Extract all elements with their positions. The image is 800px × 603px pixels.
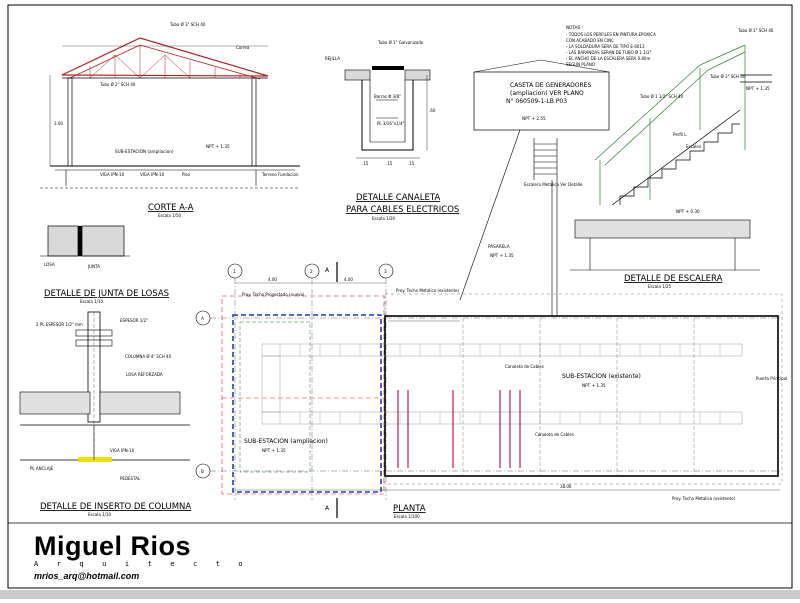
planta-scale: Escala 1/100 [394,514,420,519]
author-profession: Arquitecto [34,560,262,568]
planta-note: Proy. Techo Metalico (existente) [672,496,736,501]
escalera-note: - EL ANCHO DE LA ESCALERA SERA 0.80m [566,56,650,61]
escalera-note: - LA SOLDADURA SERA DE TIPO E-6013 [566,44,645,49]
sheet-border [7,4,793,589]
svg-text:4.00: 4.00 [344,277,353,282]
escalera-label: Tubo Ø 3" SCH 40 [709,74,746,79]
inserto-scale: Escala 1/10 [88,512,112,517]
planta-note: Canaleta de Cables [535,432,574,437]
corte-level: NPT + 1.35 [206,144,230,149]
corte-label: Tubo Ø 2" SCH 40 [99,82,136,87]
planta-note: Canaleta de Cables [505,364,544,369]
junta-scale: Escala 1/10 [80,299,104,304]
corte-label: VIGA IPN-10 [140,172,165,177]
escalera-note: - TODOS LOS PERFILES EN PINTURA EPOXICA [566,32,656,37]
corte-inner-label: SUB-ESTACION (ampliacion) [115,149,174,154]
caseta-block: CASETA DE GENERADORES (ampliacion) VER P… [459,59,610,315]
inserto-label: ESPESOR 1/2" [120,318,148,323]
junta-detail: LOSA JUNTA DETALLE DE JUNTA DE LOSAS Esc… [40,225,169,304]
caseta-line: N° 060509-1-LB P03 [506,98,567,105]
pasarela-level: NPT + 1.35 [490,253,514,258]
corte-scale: Escala 1/50 [158,213,182,218]
escalera-label: Tubo Ø 1 1/2" SCH 40 [639,94,684,99]
canaleta-scale: Escala 1/20 [372,216,396,221]
canaleta-dim: .15 [362,161,369,166]
row-label: A [201,316,204,321]
inserto-label: VIGA IPN-10 [110,448,135,453]
corte-label: Terreno Fundacion [261,172,299,177]
section-mark: A [325,505,330,512]
canaleta-label: PL 3/16"x1/4" [377,121,405,126]
escalera-note: SEGUN PLANO [566,62,595,67]
left-substation-label: SUB-ESTACION (ampliacion) [244,438,328,445]
escalera-note: - LAS BARANDAS SERAN DE TUBO Ø 1 1/2" [566,50,652,55]
inserto-label: PEDESTAL [120,476,141,481]
canaleta-label: Barras Φ 3/8" [374,94,401,99]
corte-label: Piso [182,172,191,177]
canaleta-label: Tubo Ø 1" Galvanizado [377,40,424,45]
canaleta-title-line1: DETALLE CANALETA [356,193,440,203]
planta-note: Proy. Techo Metalico (existente) [396,288,460,293]
right-substation-label: SUB-ESTACION (existente) [562,373,641,380]
svg-text:18.00: 18.00 [560,484,572,489]
escalera-label: Perfil L [673,132,687,137]
caseta-line: (ampliacion) VER PLANO [510,90,584,97]
junta-label: JUNTA [87,264,100,269]
escalera-title: DETALLE DE ESCALERA [624,274,723,284]
canaleta-detail: .15 .15 .15 .60 REJILLA Tubo Ø 1" Galvan… [325,40,459,221]
footer-bar [0,590,800,599]
canaleta-dim: .60 [429,108,436,113]
inserto-title: DETALLE DE INSERTO DE COLUMNA [40,502,191,512]
author-email: mrios_arq@hotmail.com [34,571,140,581]
inserto-label: PL ANCLAJE [30,466,54,471]
escalera-label: Tubo Ø 1" SCH 40 [737,28,774,33]
left-substation-level: NPT + 1.35 [262,448,286,453]
corte-title: CORTE A-A [148,203,194,213]
caseta-stair-label: Escalera Metalica Ver Detalle [524,182,583,187]
axis-label: 1 [233,269,236,274]
canaleta-label: REJILLA [325,56,340,61]
corte-label: Tubo Ø 3" SCH 40 [169,22,206,27]
section-mark: A [325,267,330,274]
escalera-notes-title: NOTAS : [566,25,583,30]
inserto-label: COLUMNA Ø 4" SCH 40 [125,354,172,359]
escalera-label: NPT + 0.30 [676,209,700,214]
junta-title: DETALLE DE JUNTA DE LOSAS [44,289,169,299]
escalera-detail: NOTAS : - TODOS LOS PERFILES EN PINTURA … [566,25,774,289]
svg-text:3.00: 3.00 [54,121,63,126]
planta-note: Puerta Principal [756,376,787,381]
inserto-detail: 2 PL ESPESOR 1/2" mm ESPESOR 1/2" COLUMN… [19,311,191,517]
right-substation-level: NPT + 1.35 [582,383,606,388]
caseta-line: CASETA DE GENERADORES [510,82,591,89]
planta-title: PLANTA [393,504,426,514]
caseta-level: NPT + 2.55 [522,116,546,121]
row-label: B [201,469,204,474]
svg-text:4.00: 4.00 [268,277,277,282]
corte-label: VIGA IPN-10 [100,172,125,177]
axis-label: 3 [384,269,387,274]
inserto-label: LOSA REFORZADA [126,372,163,377]
escalera-note: CON ACABADO EN CINC [566,38,614,43]
pasarela-label: PASARELA [488,244,510,249]
author-name: Miguel Rios [34,531,192,561]
corte-label: Correa [236,45,250,50]
escalera-scale: Escala 1/25 [648,284,672,289]
inserto-label: 2 PL ESPESOR 1/2" mm [36,322,83,327]
junta-label: LOSA [44,262,55,267]
corte-section: 3.00 SUB-ESTACION (ampliacion) NPT + 1.3… [40,22,300,218]
canaleta-title-line2: PARA CABLES ELECTRICOS [346,205,459,215]
canaleta-dim: .15 [408,161,415,166]
canaleta-dim: .15 [386,161,393,166]
axis-label: 2 [310,269,313,274]
planta-plan: 1 2 3 A B A A [195,244,787,519]
planta-note: Proy. Techo Proyectado (nuevo) [242,292,305,297]
escalera-label: Escalon [686,144,702,149]
escalera-label: NPT + 1.35 [746,86,770,91]
